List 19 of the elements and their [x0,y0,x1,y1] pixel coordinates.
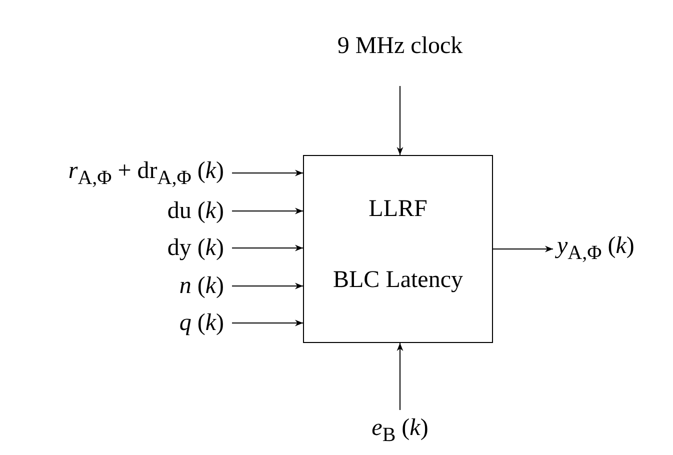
process-box [303,155,493,343]
arrow [232,244,304,252]
signal-label: q (k) [179,308,224,338]
signal-label: n (k) [179,272,224,301]
arrow [232,170,304,176]
signal-label: y$_{A,Φ}$ (k) [557,232,634,266]
signal-label: e$_{B}$ (k) [372,414,428,448]
arrow [492,246,554,252]
arrow [232,282,304,290]
signal-label: 9 MHz clock [337,32,463,61]
block-label: LLRF [368,195,428,224]
arrow [232,208,304,214]
signal-label: dy (k) [167,234,224,263]
arrow [396,86,404,156]
signal-label: du (k) [167,196,224,226]
arrow [396,342,404,410]
block-label: BLC Latency [333,266,463,296]
signal-label: r$_{A,Φ}$ + dr$_{A,Φ}$ (k) [68,156,224,190]
arrow [232,320,304,326]
